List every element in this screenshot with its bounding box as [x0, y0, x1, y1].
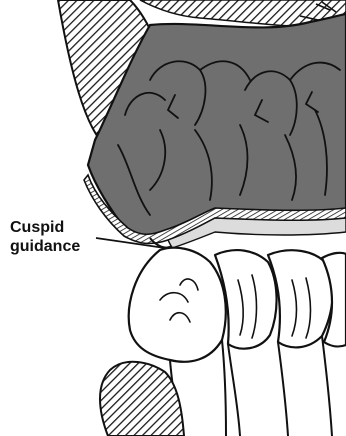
- annotation-line-1: Cuspid: [10, 219, 64, 236]
- annotation-line-2: guidance: [10, 238, 80, 255]
- lower-teeth: [129, 248, 346, 362]
- lower-cuspid-tooth: [129, 248, 226, 362]
- lower-premolar-tooth-2: [268, 250, 333, 347]
